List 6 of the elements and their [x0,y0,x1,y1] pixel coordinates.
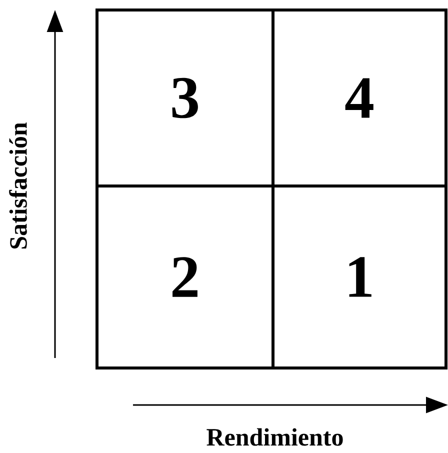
quadrant-box: 2 [96,184,274,370]
quadrant-box: 1 [272,184,448,370]
quadrant-box: 3 [96,8,274,188]
axis-label: Satisfacción [9,122,27,249]
axis-label: Rendimiento [206,428,343,446]
quadrant-box: 4 [272,8,448,188]
